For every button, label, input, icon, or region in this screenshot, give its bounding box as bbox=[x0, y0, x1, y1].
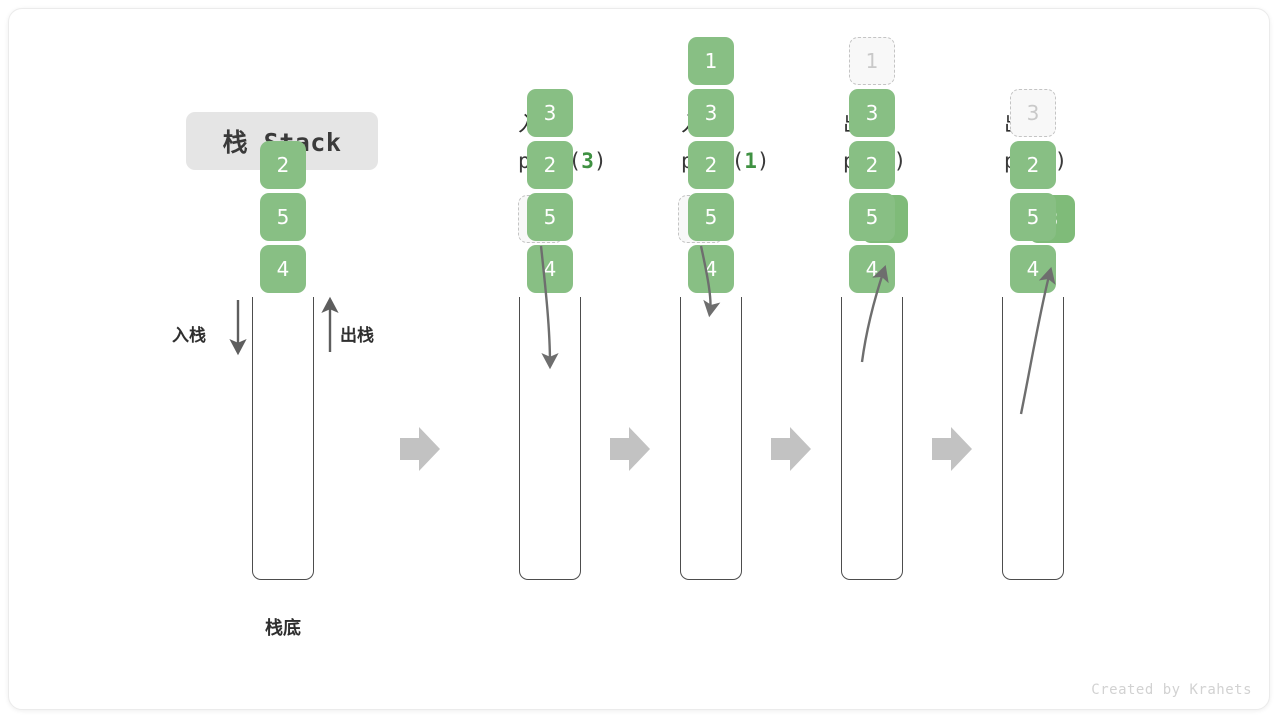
stack-cell: 5 bbox=[260, 193, 306, 241]
stack-cell: 2 bbox=[527, 141, 573, 189]
stack-cell: 2 bbox=[260, 141, 306, 189]
stack-cell: 5 bbox=[849, 193, 895, 241]
stack-cell-removed: 1 bbox=[849, 37, 895, 85]
stack-cell: 4 bbox=[688, 245, 734, 293]
stack-container bbox=[1002, 297, 1064, 580]
stack-container bbox=[252, 297, 314, 580]
stack-cell: 4 bbox=[260, 245, 306, 293]
stack-items-pop-3: 4 5 2 3 bbox=[1006, 18, 1060, 293]
stack-items-push-3: 4 5 2 3 bbox=[523, 18, 577, 293]
stack-container bbox=[680, 297, 742, 580]
stack-cell: 3 bbox=[688, 89, 734, 137]
stack-items-pop-1: 4 5 2 3 1 bbox=[845, 18, 899, 293]
stack-cell: 3 bbox=[849, 89, 895, 137]
push-side-label: 入栈 bbox=[172, 326, 206, 346]
stack-cell: 5 bbox=[527, 193, 573, 241]
stack-cell: 4 bbox=[849, 245, 895, 293]
stack-cell: 5 bbox=[1010, 193, 1056, 241]
stack-cell: 5 bbox=[688, 193, 734, 241]
stack-cell-removed: 3 bbox=[1010, 89, 1056, 137]
stack-container bbox=[519, 297, 581, 580]
pop-side-label: 出栈 bbox=[340, 326, 374, 346]
stack-cell: 1 bbox=[688, 37, 734, 85]
watermark: Created by Krahets bbox=[1091, 682, 1252, 698]
stack-items-initial: 4 5 2 bbox=[256, 18, 310, 293]
stack-cell: 2 bbox=[1010, 141, 1056, 189]
stack-cell: 2 bbox=[849, 141, 895, 189]
stack-cell: 2 bbox=[688, 141, 734, 189]
stack-container bbox=[841, 297, 903, 580]
stack-cell: 4 bbox=[527, 245, 573, 293]
stack-bottom-label: 栈底 bbox=[265, 618, 301, 639]
stack-cell: 3 bbox=[527, 89, 573, 137]
stack-cell: 4 bbox=[1010, 245, 1056, 293]
stack-items-push-1: 4 5 2 3 1 bbox=[684, 18, 738, 293]
